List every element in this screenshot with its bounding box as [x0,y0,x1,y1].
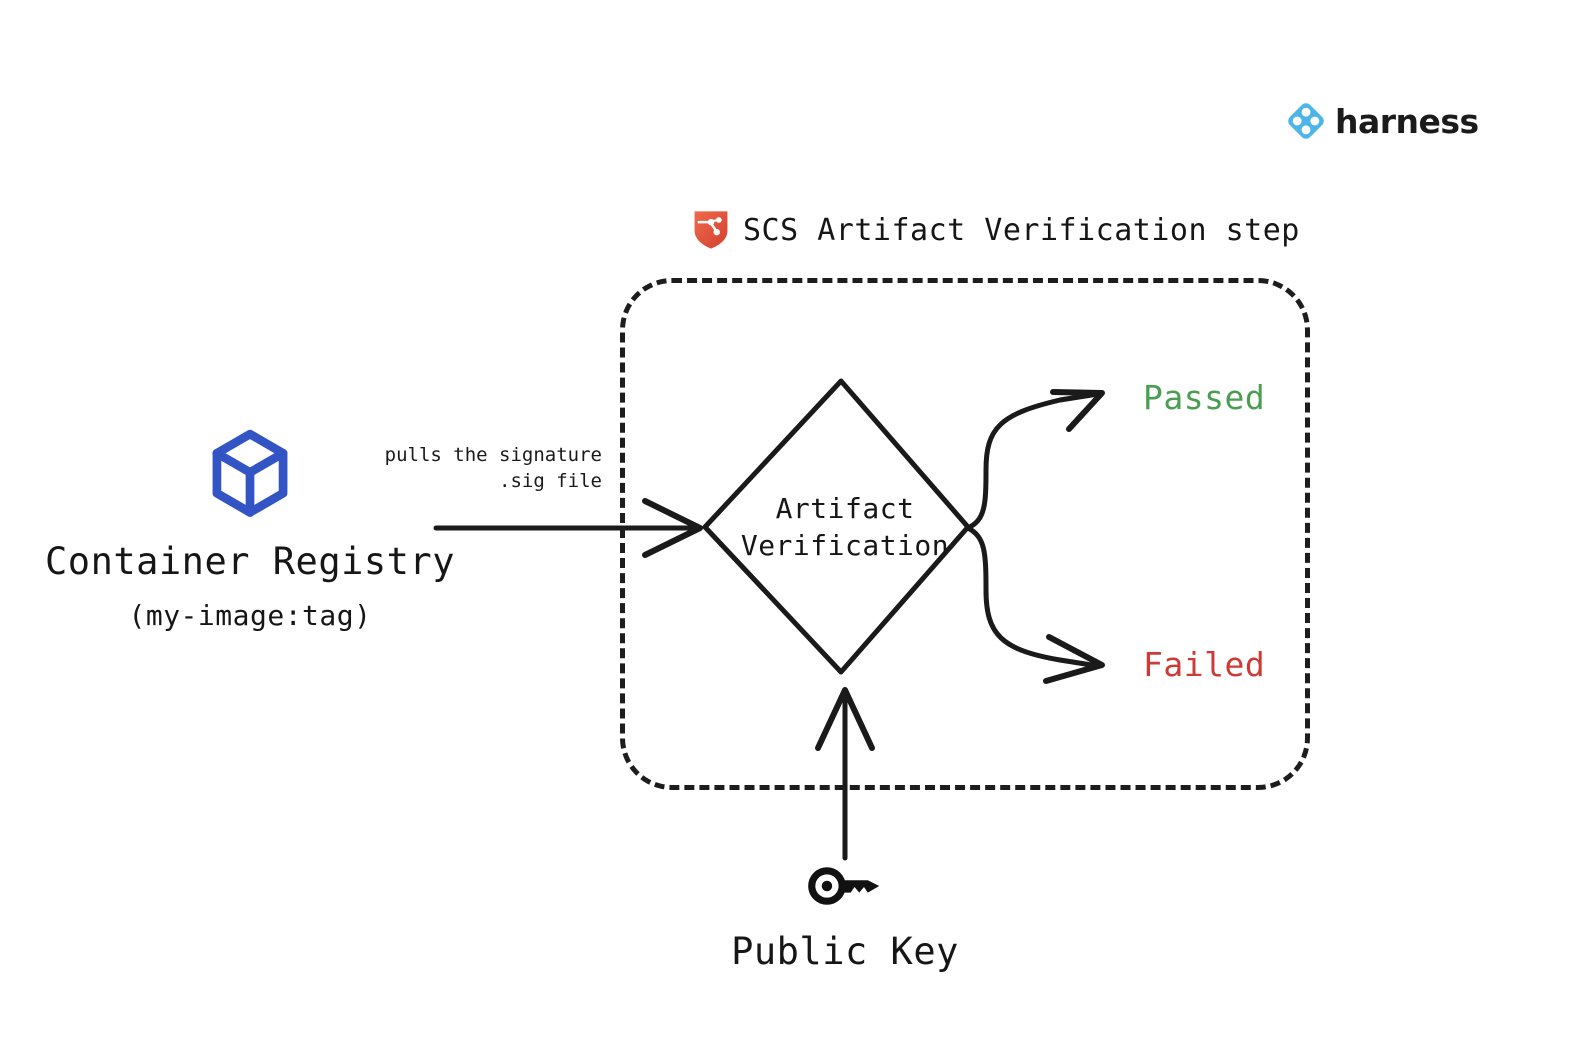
step-title: SCS Artifact Verification step [743,212,1300,248]
edge-label-pull-signature: pulls the signature .sig file [356,442,602,494]
container-cube-icon [212,429,288,517]
container-registry-node: Container Registry (my-image:tag) [40,428,460,632]
outcome-passed-label: Passed [1143,378,1266,417]
edge-label-line1: pulls the signature [384,444,602,466]
outcome-failed-label: Failed [1143,645,1266,684]
decision-label-line2: Verification [740,529,950,562]
harness-wordmark: harness [1335,101,1479,141]
public-key-title: Public Key [731,930,959,973]
container-registry-subtitle: (my-image:tag) [128,599,372,632]
key-icon [808,867,880,905]
harness-diamond-icon [1288,103,1324,139]
decision-node-label: Artifact Verification [700,490,990,564]
decision-label-line1: Artifact [775,492,915,525]
edge-label-line2: .sig file [499,470,602,492]
scs-shield-icon [694,211,728,249]
container-registry-title: Container Registry [45,540,455,583]
scs-step-region [620,278,1310,790]
harness-logo: harness [1285,100,1479,142]
public-key-node: Public Key [660,862,1030,973]
step-header: SCS Artifact Verification step [693,210,1300,250]
